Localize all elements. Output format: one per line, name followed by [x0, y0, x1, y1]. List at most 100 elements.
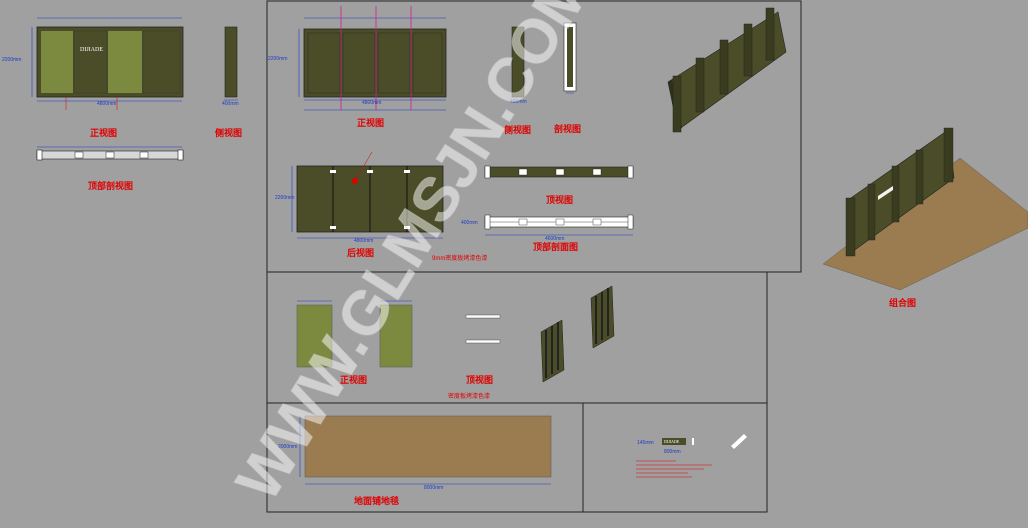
label-front-view-2: 正视图 — [357, 117, 384, 128]
label-top-view-3: 顶视图 — [466, 374, 493, 385]
wall-panel-dark — [307, 32, 341, 94]
bracket — [404, 226, 410, 229]
height-dimension: 2200mm — [268, 56, 287, 62]
label-front-view-3: 正视图 — [340, 374, 367, 385]
section-post — [177, 149, 184, 161]
panel-slat — [601, 292, 603, 340]
width-dimension: 4800mm — [97, 101, 116, 107]
floor-width-dimension: 8000mm — [424, 485, 443, 491]
label-back-view: 后视图 — [347, 247, 374, 258]
panel-slat — [545, 330, 547, 378]
label-section-view-2: 剖视图 — [554, 123, 581, 134]
section-frame-notes — [582, 402, 768, 513]
top-section-2: 400mm 4600mm — [461, 214, 634, 242]
top-profile — [465, 339, 501, 344]
post-cap — [518, 168, 528, 176]
top-profile — [465, 314, 501, 319]
label-floor-carpet: 地面铺地毯 — [354, 495, 399, 506]
label-top-section-2: 顶部剖面图 — [533, 241, 578, 252]
post — [765, 7, 775, 61]
label-top-section-1: 顶部剖视图 — [88, 180, 133, 191]
height-dimension: 2200mm — [275, 195, 294, 201]
assembly-view — [822, 127, 1028, 291]
post — [672, 75, 682, 133]
end-cap — [627, 165, 634, 179]
post — [743, 23, 753, 77]
post — [719, 39, 729, 95]
note-9mm: 9mm密度板烤漆色漆 — [432, 254, 487, 262]
label-side-view-1: 侧视图 — [215, 127, 242, 138]
wall-panel-light — [41, 31, 73, 93]
post — [915, 149, 924, 205]
front-view-1: DIJIADE 2200mm 4800mm — [2, 17, 184, 110]
wall-panel-dark — [412, 32, 443, 94]
panel-slat — [595, 296, 597, 344]
label-front-view-1: 正视图 — [90, 127, 117, 138]
section-post — [74, 151, 84, 159]
width-dimension: 4600mm — [545, 236, 564, 242]
logo-plate — [878, 186, 893, 200]
top-section-1 — [36, 146, 184, 161]
panel-front-view-3 — [296, 300, 413, 368]
wall-panel-dark — [342, 32, 376, 94]
side-panel-2 — [511, 26, 525, 98]
wall-panel-dark — [142, 30, 181, 94]
side-depth-dimension: 400mm — [222, 101, 239, 107]
width-dimension: 4800mm — [354, 238, 373, 244]
front-view-2: 2200mm 4800mm — [268, 6, 447, 111]
end-cap — [627, 214, 634, 230]
isometric-panel-pair — [540, 285, 615, 383]
floor-depth-dimension: 2000mm — [278, 444, 297, 450]
wall-panel-light — [108, 31, 142, 93]
note-mdf: 密度板烤漆色漆 — [448, 392, 490, 400]
post-cap — [555, 168, 565, 176]
section-post — [105, 151, 115, 159]
post-cap — [555, 218, 565, 226]
post-cap — [518, 218, 528, 226]
bracket — [330, 226, 336, 229]
logo-sign-text: DIJIADE — [664, 439, 680, 444]
end-cap — [484, 214, 491, 230]
logo-height-dimension: 145mm — [637, 440, 654, 446]
bracket — [404, 170, 410, 173]
top-view-2 — [484, 165, 634, 179]
post — [695, 57, 705, 113]
post — [867, 183, 876, 241]
fabric-panel — [296, 304, 333, 368]
fabric-panel — [379, 304, 413, 368]
side-panel-1 — [224, 26, 238, 98]
section-post — [139, 151, 149, 159]
wall-panel-dark — [377, 32, 411, 94]
panel-slat — [551, 326, 553, 374]
wall-panel-dark — [73, 30, 108, 94]
logo-iso — [731, 434, 747, 449]
post-cap — [592, 218, 602, 226]
logo-width-dimension: 800mm — [664, 449, 681, 455]
label-top-view-2: 顶视图 — [546, 194, 573, 205]
section-view-2 — [563, 22, 577, 94]
logo-detail: DIJIADE 145mm 800mm — [636, 434, 747, 478]
floor-plan: 2000mm 8000mm — [278, 415, 552, 491]
side-depth-dimension-2: 400mm — [510, 99, 527, 105]
leader-line — [354, 151, 373, 182]
label-assembly: 组合图 — [889, 297, 916, 308]
section-post — [36, 149, 43, 161]
label-side-view-2: 侧视图 — [504, 124, 531, 135]
bracket — [367, 170, 373, 173]
bracket — [330, 170, 336, 173]
end-cap — [484, 165, 491, 179]
carpet — [304, 415, 552, 478]
depth-dimension: 400mm — [461, 220, 478, 226]
post-cap — [592, 168, 602, 176]
logo-text: DIJIADE — [80, 47, 103, 53]
panel-slat — [607, 288, 609, 336]
width-dimension: 4800mm — [362, 100, 381, 106]
post — [845, 197, 856, 257]
isometric-wall — [667, 7, 787, 133]
logo-side — [692, 438, 694, 445]
logo-sign — [662, 438, 686, 445]
post — [891, 165, 900, 223]
back-view: 2200mm 4800mm — [275, 151, 444, 244]
section-core — [567, 27, 573, 87]
